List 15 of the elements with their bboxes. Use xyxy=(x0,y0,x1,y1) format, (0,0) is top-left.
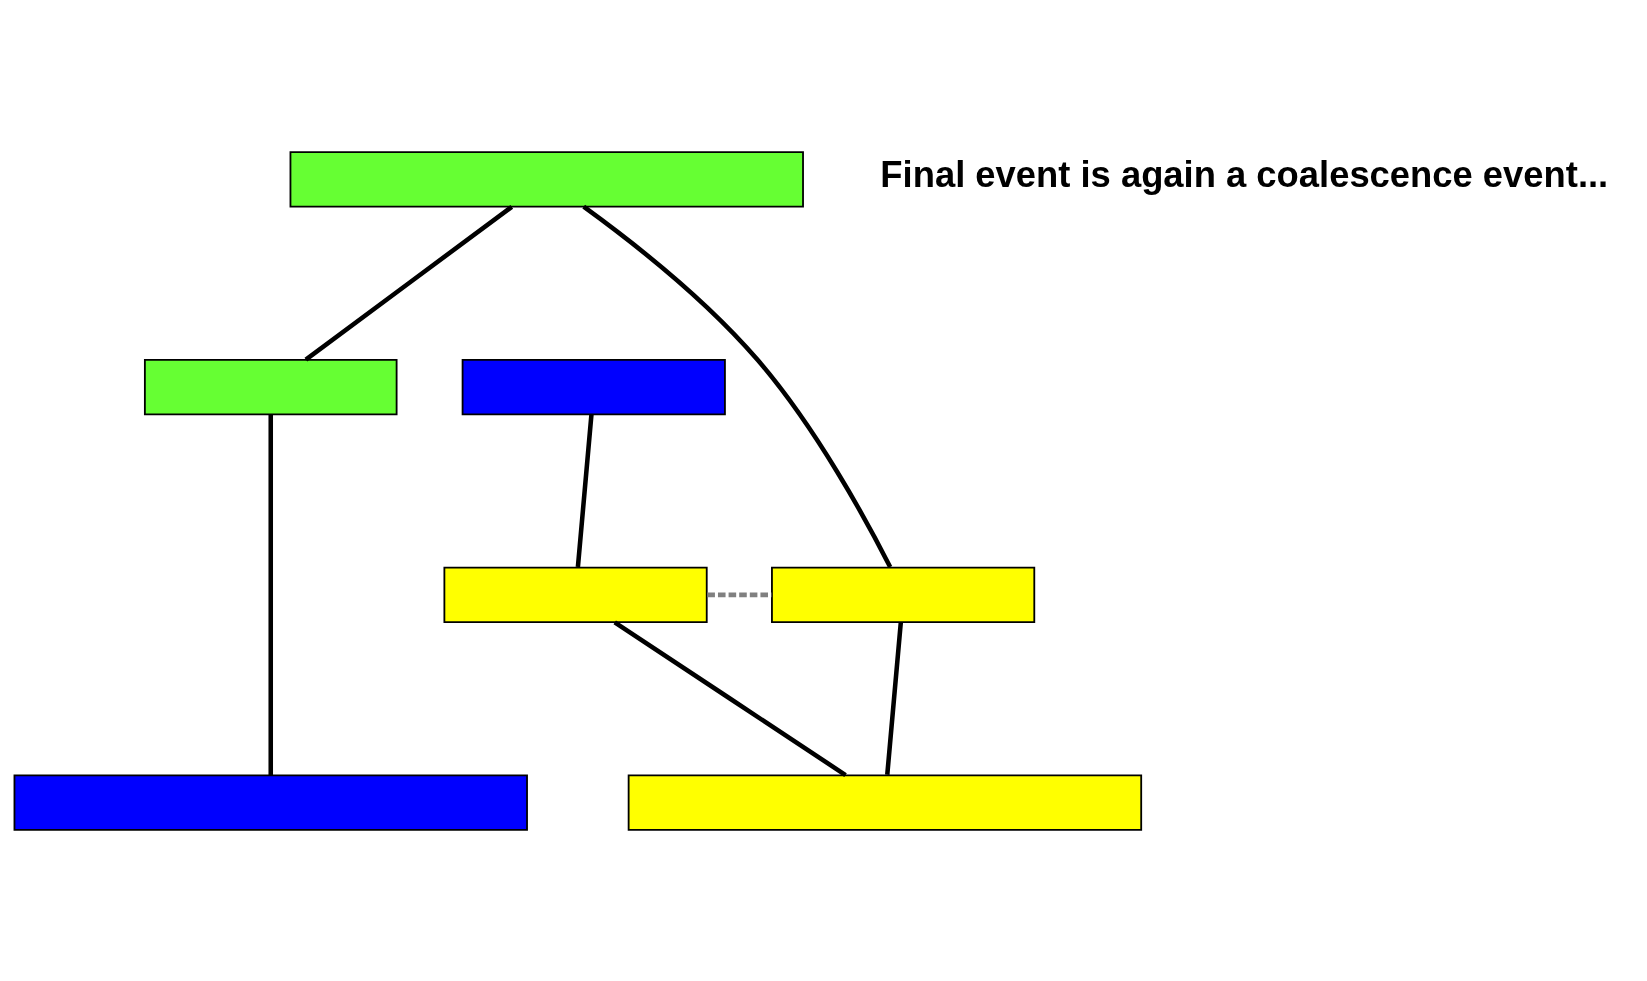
connector xyxy=(613,619,847,777)
connector xyxy=(885,621,904,775)
node-bar xyxy=(13,773,528,831)
node-bar xyxy=(771,566,1036,623)
connector xyxy=(582,204,893,568)
node-bar xyxy=(627,773,1143,831)
node-bar xyxy=(461,358,726,415)
connector xyxy=(304,204,514,361)
connector xyxy=(575,413,594,567)
node-bar xyxy=(289,150,804,208)
connector xyxy=(707,592,772,597)
label: Final event is again a coalescence event... xyxy=(880,153,1609,195)
node-bar xyxy=(143,358,398,415)
connector xyxy=(268,413,273,775)
node-bar xyxy=(443,566,708,623)
